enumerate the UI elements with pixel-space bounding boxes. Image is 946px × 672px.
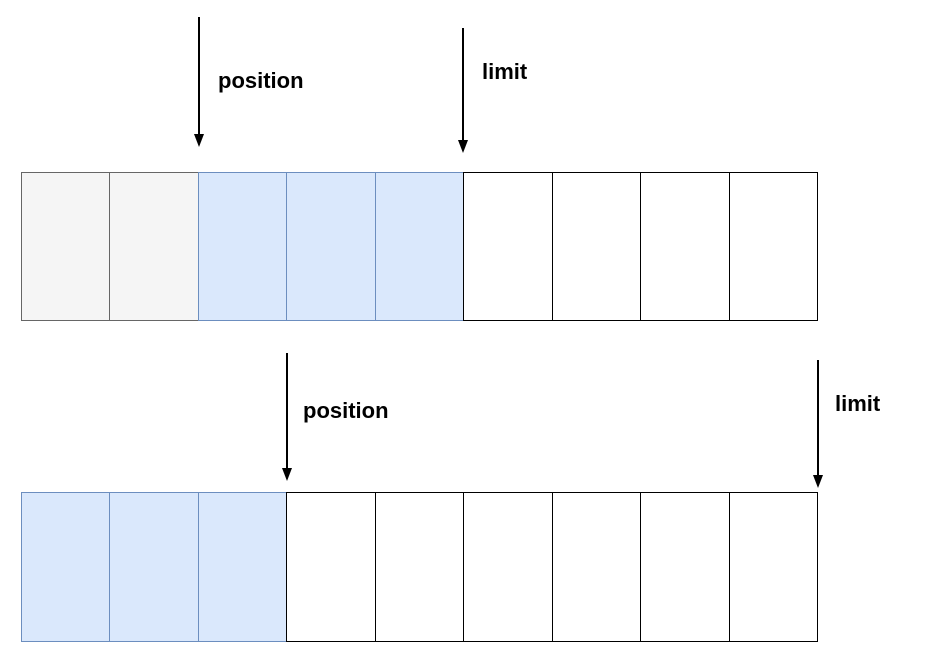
arrow-down-head-icon: [193, 134, 204, 147]
position-label: position: [303, 398, 389, 423]
buffer-cell-blue: [197, 492, 288, 642]
buffer-cell-blue: [21, 492, 111, 642]
buffer-cell-blue: [197, 172, 288, 321]
arrow-down-head-icon: [281, 468, 292, 481]
buffer-cell-white: [640, 172, 730, 321]
arrow-down-head-icon: [457, 140, 468, 153]
buffer-row-bottom: [21, 492, 818, 642]
limit-label: limit: [482, 59, 528, 84]
position-label: position: [218, 68, 304, 93]
buffer-cell-gray: [109, 172, 199, 321]
arrow-shaft: [198, 17, 200, 135]
arrow-shaft: [817, 360, 819, 476]
buffer-cell-white: [728, 492, 818, 642]
arrow-down-head-icon: [812, 475, 823, 488]
buffer-cell-white: [463, 172, 553, 321]
arrow-shaft: [286, 353, 288, 469]
buffer-row-top: [21, 172, 818, 321]
buffer-cell-white: [551, 492, 642, 642]
buffer-cell-white: [286, 492, 376, 642]
buffer-cell-gray: [21, 172, 111, 321]
buffer-cell-white: [728, 172, 818, 321]
buffer-cell-white: [551, 172, 642, 321]
limit-label: limit: [835, 391, 881, 416]
arrow-shaft: [462, 28, 464, 141]
buffer-cell-blue: [374, 172, 465, 321]
buffer-cell-blue: [286, 172, 376, 321]
buffer-cell-white: [374, 492, 465, 642]
buffer-cell-white: [640, 492, 730, 642]
buffer-cell-white: [463, 492, 553, 642]
buffer-cell-blue: [109, 492, 199, 642]
